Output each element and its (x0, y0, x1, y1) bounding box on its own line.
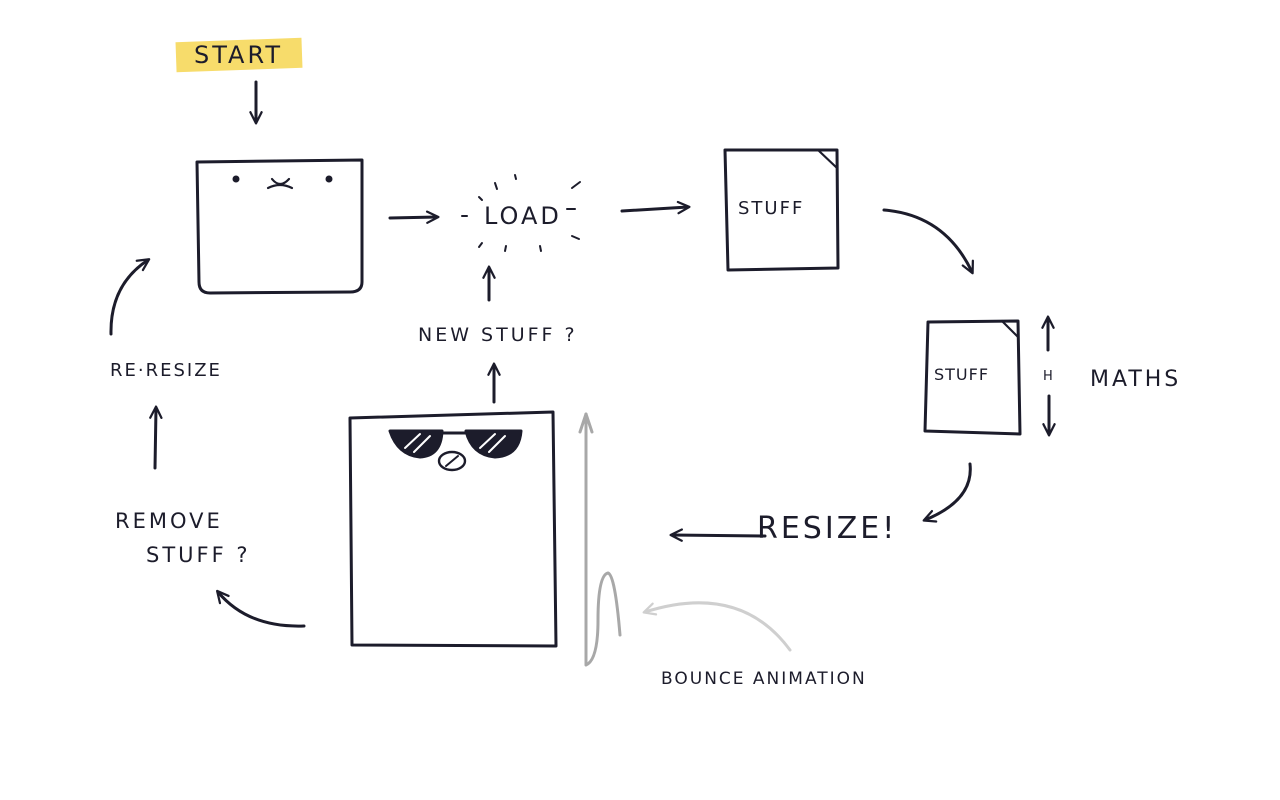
arrow-reresize-to-box (109, 258, 151, 336)
label-remove-stuff-line2: STUFF ? (146, 543, 251, 567)
label-remove-stuff-line1: REMOVE (115, 509, 223, 533)
label-stuff-1: STUFF (738, 198, 805, 219)
label-height: H (1043, 369, 1056, 384)
label-start: START (194, 41, 284, 69)
label-stuff-2: STUFF (934, 365, 990, 384)
bounce-path (584, 416, 622, 667)
arrow-resize-left (669, 528, 767, 542)
arrow-cool-to-remove-stuff (215, 589, 306, 628)
arrow-bounce-label (642, 601, 792, 652)
container-box-cool (348, 410, 558, 648)
face-mouth (266, 177, 294, 190)
label-resize: RESIZE! (757, 511, 898, 546)
face-eye-left (232, 175, 240, 183)
arrow-load-to-stuff (620, 200, 691, 215)
face-eye-right (325, 175, 333, 183)
sunglasses-lens-right (464, 429, 523, 459)
arrow-box-to-load (388, 210, 440, 224)
arrow-remove-to-reresize (149, 405, 163, 470)
sunglasses-lens-left (388, 429, 444, 459)
load-sparkles (461, 174, 581, 252)
label-re-resize: RE·RESIZE (110, 360, 222, 381)
stuff-document-1 (723, 148, 840, 272)
container-box-face (195, 158, 364, 295)
label-bounce-animation: BOUNCE ANIMATION (661, 669, 867, 689)
arrow-small-stuff-to-resize (922, 462, 972, 523)
arrow-stuff-to-small-stuff (882, 208, 974, 275)
label-load: LOAD (484, 202, 562, 230)
cool-face-nose (437, 450, 467, 472)
stuff-document-2 (923, 319, 1022, 436)
label-maths: MATHS (1090, 367, 1182, 392)
label-new-stuff: NEW STUFF ? (418, 324, 578, 346)
